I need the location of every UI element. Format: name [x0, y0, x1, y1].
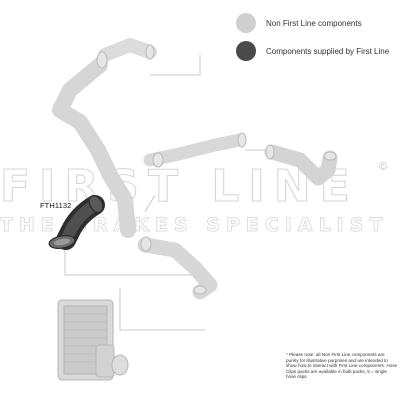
tagline-watermark: THE BRAKES SPECIALIST [0, 214, 389, 237]
cross-pipe [143, 133, 247, 167]
legend-item-non-first-line: Non First Line components [236, 10, 389, 36]
part-number-label: FTH1132 [40, 201, 72, 210]
intercooler [57, 299, 129, 381]
dark-swatch-icon [236, 41, 256, 61]
right-elbow-hose [264, 144, 338, 186]
lower-hose [137, 237, 218, 300]
leader-lines [64, 55, 270, 331]
upper-intake-hose [98, 38, 157, 62]
legend-label-first-line: Components supplied by First Line [266, 46, 390, 56]
legend-item-first-line: Components supplied by First Line [236, 38, 389, 64]
legend-label-non-first-line: Non First Line components [266, 18, 362, 28]
hose-clips-light [96, 44, 337, 295]
brand-watermark: FIRST LINE [0, 161, 359, 212]
legend: Non First Line components Components sup… [236, 10, 389, 66]
grey-swatch-icon [236, 13, 256, 33]
non-first-line-hoses [52, 38, 338, 300]
vertical-intake-pipe [52, 57, 136, 238]
disclaimer-note: * Please note: all Non First Line compon… [286, 352, 398, 380]
copyright-mark: © [379, 161, 388, 173]
first-line-hose-fth1132 [48, 195, 105, 250]
